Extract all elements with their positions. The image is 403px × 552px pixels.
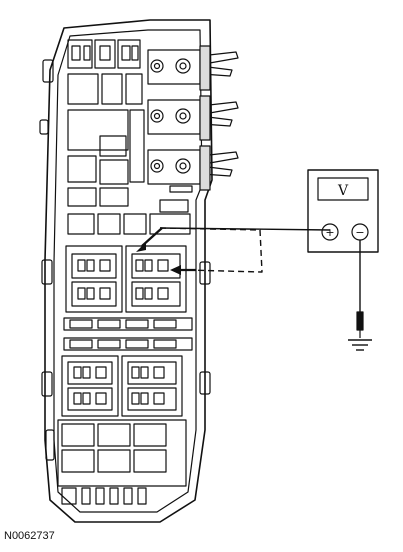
- voltmeter-display: V: [337, 183, 349, 199]
- blade-fuse-strips: [63, 317, 193, 351]
- ground-symbol: [348, 339, 372, 351]
- test-leads: [136, 227, 364, 338]
- negative-terminal: [351, 223, 369, 241]
- mini-fuse-row: [67, 199, 191, 235]
- relay-section-upper: [65, 245, 187, 313]
- upper-relay-block: [67, 39, 145, 207]
- positive-symbol: +: [325, 226, 334, 239]
- relay-section-lower: [61, 355, 183, 417]
- bolt-terminals: [147, 45, 239, 193]
- negative-symbol: −: [355, 226, 364, 239]
- lower-cavities: [57, 419, 187, 505]
- figure-id: N0062737: [4, 530, 55, 542]
- voltmeter: V + −: [307, 169, 379, 253]
- positive-terminal: [321, 223, 339, 241]
